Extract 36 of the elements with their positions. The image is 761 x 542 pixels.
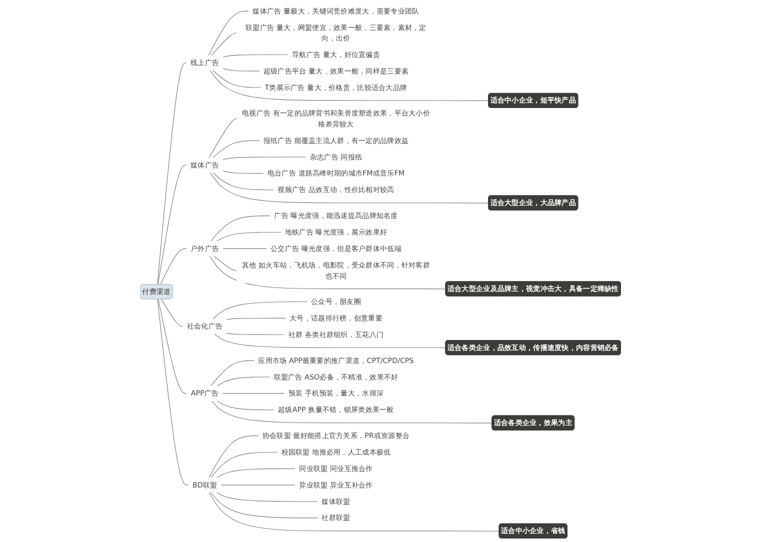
connector <box>210 172 489 204</box>
connector <box>157 298 189 486</box>
connector <box>226 318 286 320</box>
connector <box>216 376 270 386</box>
connector <box>210 70 489 101</box>
connector <box>222 248 268 249</box>
connector <box>208 118 238 158</box>
connector <box>208 10 250 56</box>
connector <box>212 172 274 190</box>
connector <box>222 54 288 58</box>
connector <box>210 216 271 242</box>
connector <box>211 32 238 56</box>
connector <box>157 62 187 285</box>
connector <box>160 298 184 327</box>
connector <box>222 393 285 394</box>
connector <box>212 301 308 320</box>
connector <box>214 333 446 348</box>
connector <box>216 232 282 242</box>
connector <box>222 170 264 174</box>
connector <box>222 68 260 72</box>
connector <box>222 156 306 160</box>
connector <box>226 332 285 335</box>
connector <box>212 70 262 88</box>
connector <box>160 248 187 285</box>
connector <box>210 492 318 518</box>
connector <box>212 140 260 158</box>
connector <box>210 452 278 478</box>
connector <box>216 400 275 410</box>
connector <box>220 484 296 486</box>
connector <box>158 298 188 394</box>
connector <box>210 360 255 386</box>
connector <box>158 164 187 285</box>
connector <box>216 468 296 478</box>
connector <box>208 436 259 478</box>
connector <box>213 256 238 271</box>
connector <box>216 492 318 502</box>
